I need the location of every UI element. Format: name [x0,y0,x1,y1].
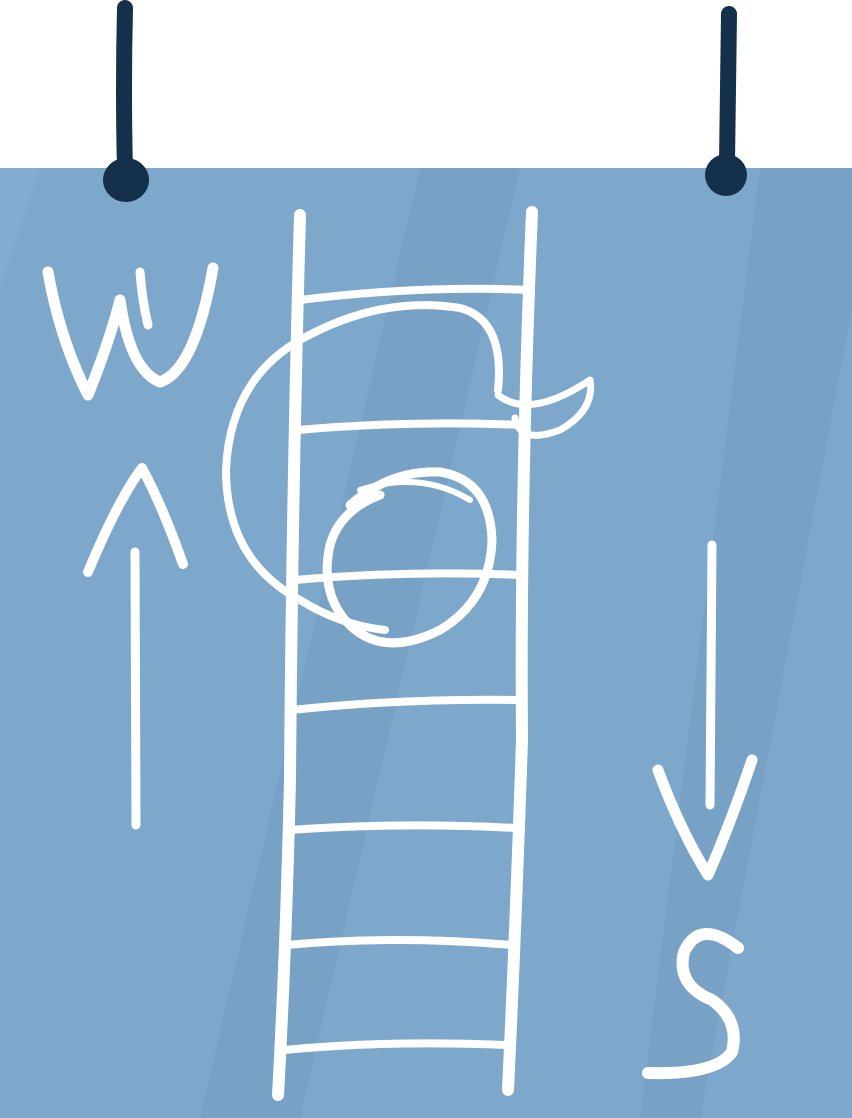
left-strap [103,0,149,202]
down-key-letter-glyph [642,927,744,1080]
board-texture [0,168,852,1118]
arrow-down-icon [652,540,758,881]
ladder-icon [272,206,538,1101]
arrow-up-icon [83,463,188,830]
top-strip [0,0,852,168]
up-key-letter-glyph [42,262,219,401]
right-strap [705,6,747,196]
character-icon [222,301,595,648]
